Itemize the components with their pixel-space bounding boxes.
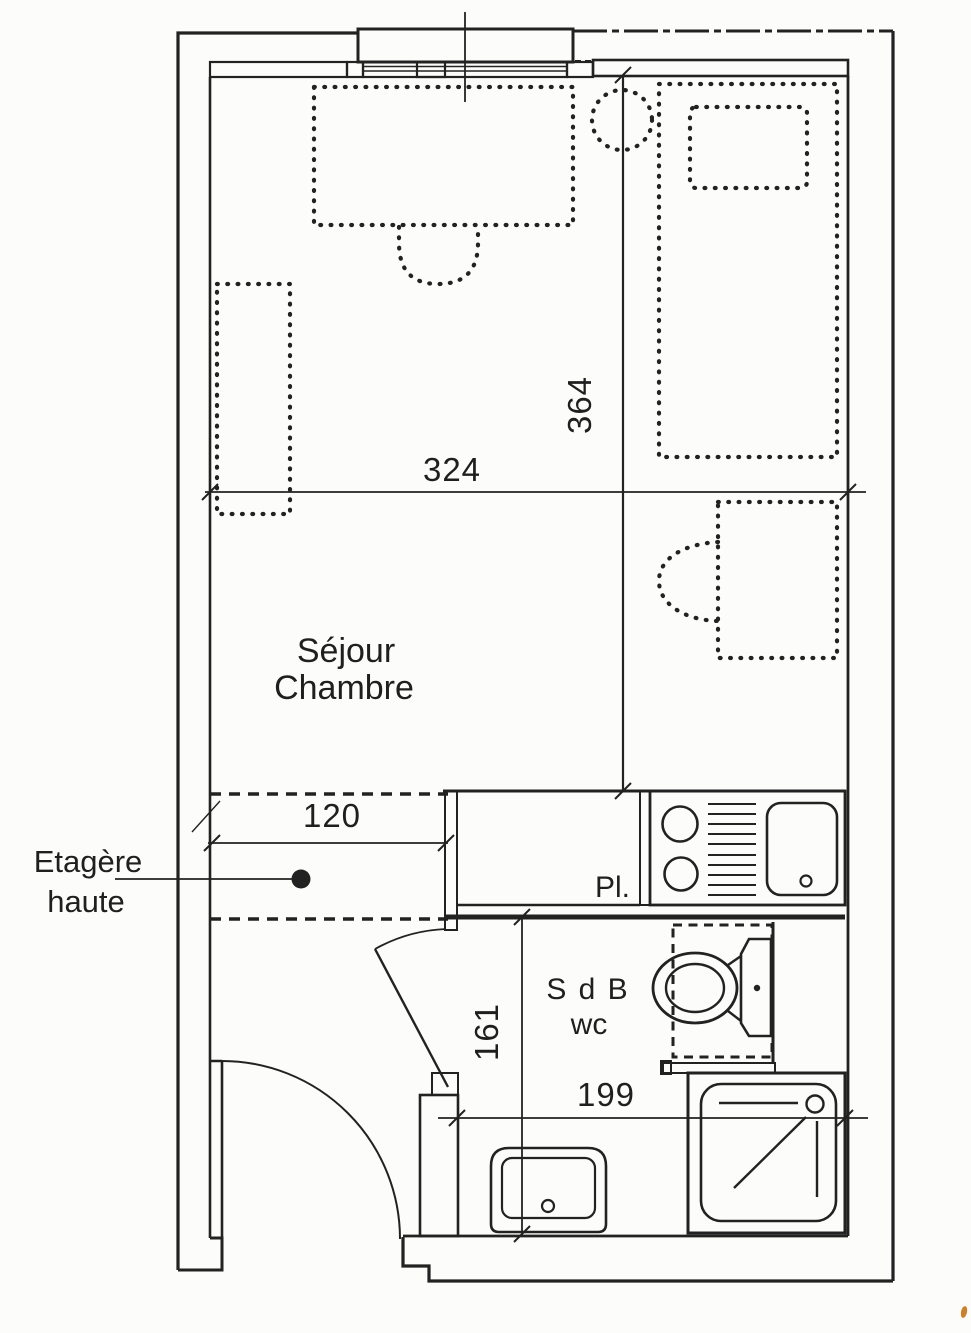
outer-wall-bottom xyxy=(401,1237,893,1283)
dim-364-ticks xyxy=(614,66,632,800)
bathroom xyxy=(489,922,847,1235)
pillow xyxy=(687,104,810,191)
shower-symbol-lines xyxy=(719,1101,819,1197)
toilet-ledge-end xyxy=(660,1060,672,1075)
wardrobe xyxy=(214,281,293,517)
window-sill xyxy=(208,60,349,79)
hob-burner-1 xyxy=(661,805,699,843)
kitchen-sink xyxy=(765,801,839,897)
dim-199-ticks xyxy=(448,1109,854,1127)
window xyxy=(208,12,595,102)
left-wall-foot xyxy=(178,1236,224,1272)
window-mullion xyxy=(415,60,447,79)
bathroom-door-swing xyxy=(374,928,447,950)
bathroom-label-line1: S d B xyxy=(546,973,629,1006)
closet-right-wall xyxy=(639,790,651,906)
entry-door-leaf xyxy=(210,1059,224,1239)
hob-burner-2 xyxy=(663,856,699,892)
shelf-note-line2: haute xyxy=(47,884,125,919)
bed xyxy=(656,81,840,460)
bathroom-door-leaf xyxy=(373,948,450,1088)
kitchenette-counter xyxy=(648,789,847,907)
side-table xyxy=(715,499,840,661)
dim-120-ticks xyxy=(203,834,455,852)
kitchen-sink-drain xyxy=(799,874,813,888)
bathroom-label-line2: wc xyxy=(570,1008,608,1041)
closet-left-wall xyxy=(444,790,458,931)
toilet-bowl-outer xyxy=(651,951,739,1025)
ceiling-light xyxy=(589,87,655,153)
dim-324-label: 324 xyxy=(423,451,481,488)
dim-199-label: 199 xyxy=(577,1076,635,1113)
dim-161-ticks xyxy=(513,908,531,1243)
high-shelf-zone xyxy=(115,792,448,921)
toilet-tank xyxy=(739,937,773,1038)
dim-364-label: 364 xyxy=(561,376,598,434)
washbasin-outer xyxy=(489,1146,608,1234)
scan-artifact xyxy=(960,1306,968,1318)
dimensions xyxy=(201,66,868,1243)
dim-120-label: 120 xyxy=(303,797,361,834)
shower-tray-outer xyxy=(686,1071,847,1235)
shelf-note-line1: Etagère xyxy=(34,844,143,879)
outer-wall-left-top xyxy=(176,31,358,1270)
bathroom-door-jamb-step xyxy=(431,1072,459,1096)
closet-kitchen xyxy=(443,789,847,931)
drainer-lines xyxy=(708,803,756,896)
side-table-chair xyxy=(656,539,721,624)
toilet-neck xyxy=(727,955,742,1022)
shower-drain xyxy=(805,1094,825,1114)
bathroom-door-jamb-wall xyxy=(418,1093,460,1238)
shower-tray-inner xyxy=(699,1082,838,1223)
washbasin-inner xyxy=(500,1156,597,1220)
doors xyxy=(210,928,460,1240)
toilet-bowl-inner xyxy=(664,962,726,1014)
desk xyxy=(311,84,576,228)
window-jamb-right xyxy=(565,60,595,79)
closet-label: Pl. xyxy=(595,871,630,904)
shelf-leader-dot xyxy=(291,869,311,889)
walls xyxy=(176,27,895,1283)
dim-324-ticks xyxy=(201,483,857,501)
labels: 324 364 120 161 199 Séjour Chambre Etagè… xyxy=(34,376,635,1113)
entry-door-swing xyxy=(221,1060,401,1240)
desk-chair xyxy=(396,224,481,287)
washbasin-drain xyxy=(540,1198,556,1214)
main-room-label-line1: Séjour xyxy=(297,632,395,670)
main-room-label-line2: Chambre xyxy=(274,669,414,707)
wall-break-mark xyxy=(191,800,221,833)
furniture-dotted xyxy=(214,81,840,661)
toilet-dashed-box xyxy=(671,923,774,1059)
window-jamb-left xyxy=(345,60,365,79)
toilet-tank-button xyxy=(753,984,761,992)
dim-161-label: 161 xyxy=(468,1003,505,1061)
